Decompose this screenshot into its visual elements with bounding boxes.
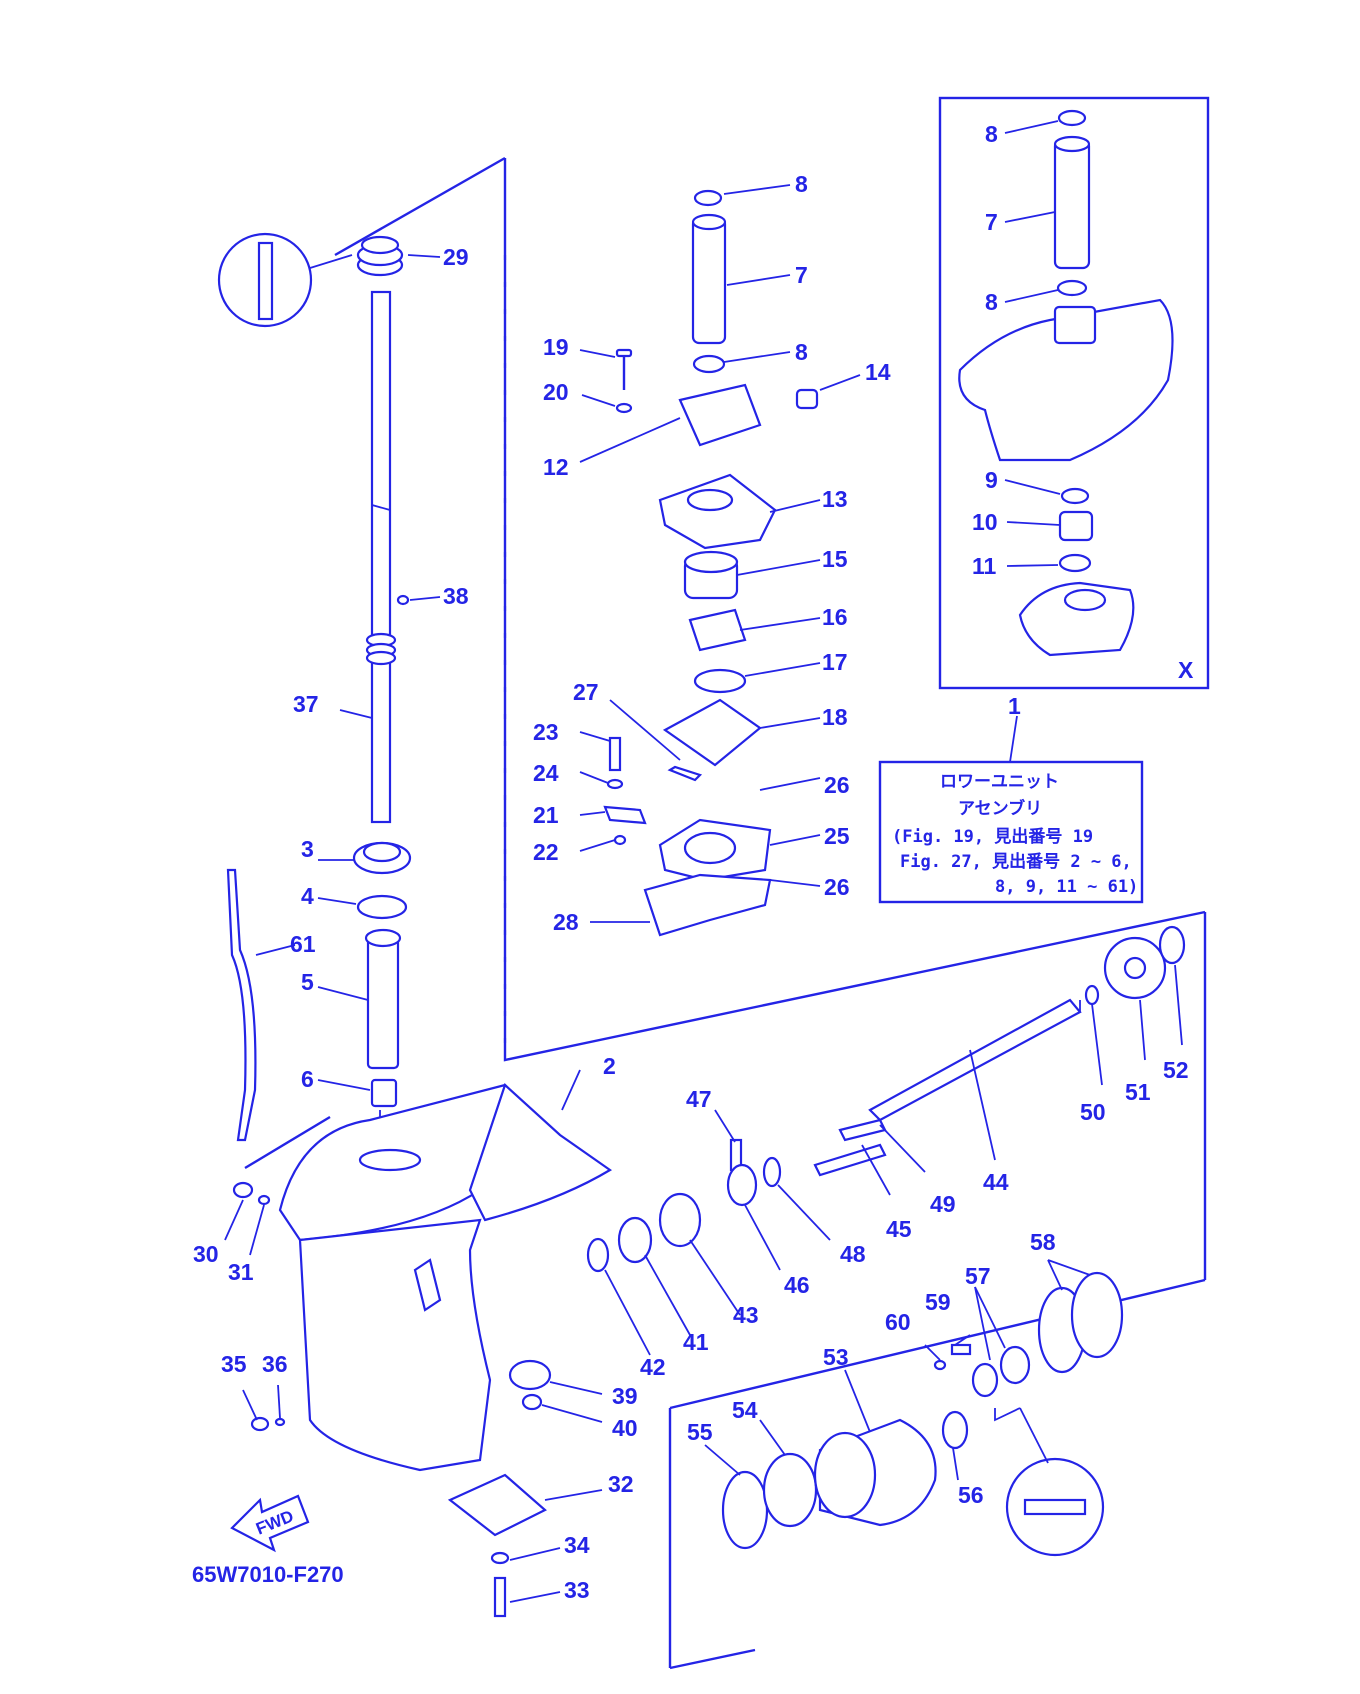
part-label-47: 47 [686, 1086, 712, 1112]
part-label-18: 18 [822, 704, 848, 730]
part-label-44: 44 [983, 1169, 1009, 1195]
part-label-41: 41 [683, 1329, 709, 1355]
part-label-33: 33 [564, 1577, 590, 1603]
part-label-23: 23 [533, 719, 559, 745]
inset-label-10: 10 [972, 509, 998, 535]
part-label-51: 51 [1125, 1079, 1151, 1105]
part-label-37: 37 [293, 691, 319, 717]
inset-letter: X [1178, 657, 1194, 683]
part-label-53: 53 [823, 1344, 849, 1370]
part-label-19: 19 [543, 334, 569, 360]
part-label-60: 60 [885, 1309, 911, 1335]
note-line-5: 8, 9, 11 ~ 61) [995, 877, 1138, 897]
part-label-29: 29 [443, 244, 469, 270]
inset-box: X 8 7 8 9 10 11 [938, 96, 1210, 690]
drive-shaft-group [217, 232, 441, 1150]
part-label-34: 34 [564, 1532, 590, 1558]
inset-label-7: 7 [985, 209, 998, 235]
part-label-22: 22 [533, 839, 559, 865]
part-label-57: 57 [965, 1263, 991, 1289]
part-label-58: 58 [1030, 1229, 1056, 1255]
part-label-52: 52 [1163, 1057, 1189, 1083]
part-label-27: 27 [573, 679, 599, 705]
note-line-4: Fig. 27, 見出番号 2 ~ 6, [900, 851, 1132, 872]
note-line-1: ロワーユニット [940, 772, 1059, 792]
part-label-49: 49 [930, 1191, 956, 1217]
inset-label-11: 11 [972, 553, 997, 579]
part-label-21: 21 [533, 802, 559, 828]
part-label-54: 54 [732, 1397, 758, 1423]
part-label-12: 12 [543, 454, 569, 480]
part-label-7: 7 [795, 262, 808, 288]
part-label-28: 28 [553, 909, 579, 935]
assembly-boundary-lines [244, 156, 1207, 1670]
part-label-42: 42 [640, 1354, 666, 1380]
part-label-5: 5 [301, 969, 314, 995]
part-label-25: 25 [824, 823, 850, 849]
note-box: 1 ロワーユニット アセンブリ (Fig. 19, 見出番号 19 Fig. 2… [878, 693, 1144, 904]
drawing-code: 65W7010-F270 [192, 1562, 344, 1587]
part-label-36: 36 [262, 1351, 288, 1377]
part-label-43: 43 [733, 1302, 759, 1328]
part-label-59: 59 [925, 1289, 951, 1315]
part-label-31: 31 [228, 1259, 254, 1285]
bearing-housing-group [704, 1259, 1124, 1557]
part-label-35: 35 [221, 1351, 247, 1377]
part-label-24: 24 [533, 760, 559, 786]
part-label-6: 6 [301, 1066, 314, 1092]
part-label-26: 26 [824, 772, 850, 798]
inset-label-8-bottom: 8 [985, 289, 998, 315]
part-label-20: 20 [543, 379, 569, 405]
part-label-39: 39 [612, 1383, 638, 1409]
part-label-48: 48 [840, 1241, 866, 1267]
part-label-32: 32 [608, 1471, 634, 1497]
lower-case-group [224, 1069, 613, 1618]
part-label-16: 16 [822, 604, 848, 630]
note-ref-number: 1 [1008, 693, 1021, 719]
part-label-38: 38 [443, 583, 469, 609]
part-label-2: 2 [603, 1053, 616, 1079]
part-label-46: 46 [784, 1272, 810, 1298]
part-label-45: 45 [886, 1216, 912, 1242]
note-line-2: アセンブリ [958, 798, 1042, 819]
part-label-50: 50 [1080, 1099, 1106, 1125]
note-line-3: (Fig. 19, 見出番号 19 [892, 826, 1093, 847]
part-label-3: 3 [301, 836, 314, 862]
part-labels: 8 7 8 19 20 12 14 13 15 16 17 18 27 23 2… [193, 171, 1189, 1603]
part-label-26: 26 [824, 874, 850, 900]
part-label-40: 40 [612, 1415, 638, 1441]
part-label-15: 15 [822, 546, 848, 572]
part-label-61: 61 [290, 931, 316, 957]
part-label-8: 8 [795, 339, 808, 365]
part-label-8: 8 [795, 171, 808, 197]
part-label-30: 30 [193, 1241, 219, 1267]
fwd-arrow: FWD [230, 1494, 310, 1553]
propeller-shaft-group [586, 925, 1186, 1356]
inset-label-9: 9 [985, 467, 998, 493]
part-label-17: 17 [822, 649, 848, 675]
part-label-14: 14 [865, 359, 891, 385]
inset-label-8-top: 8 [985, 121, 998, 147]
water-pump-group [579, 184, 861, 937]
part-label-13: 13 [822, 486, 848, 512]
part-label-55: 55 [687, 1419, 713, 1445]
part-label-56: 56 [958, 1482, 984, 1508]
part-label-4: 4 [301, 883, 314, 909]
